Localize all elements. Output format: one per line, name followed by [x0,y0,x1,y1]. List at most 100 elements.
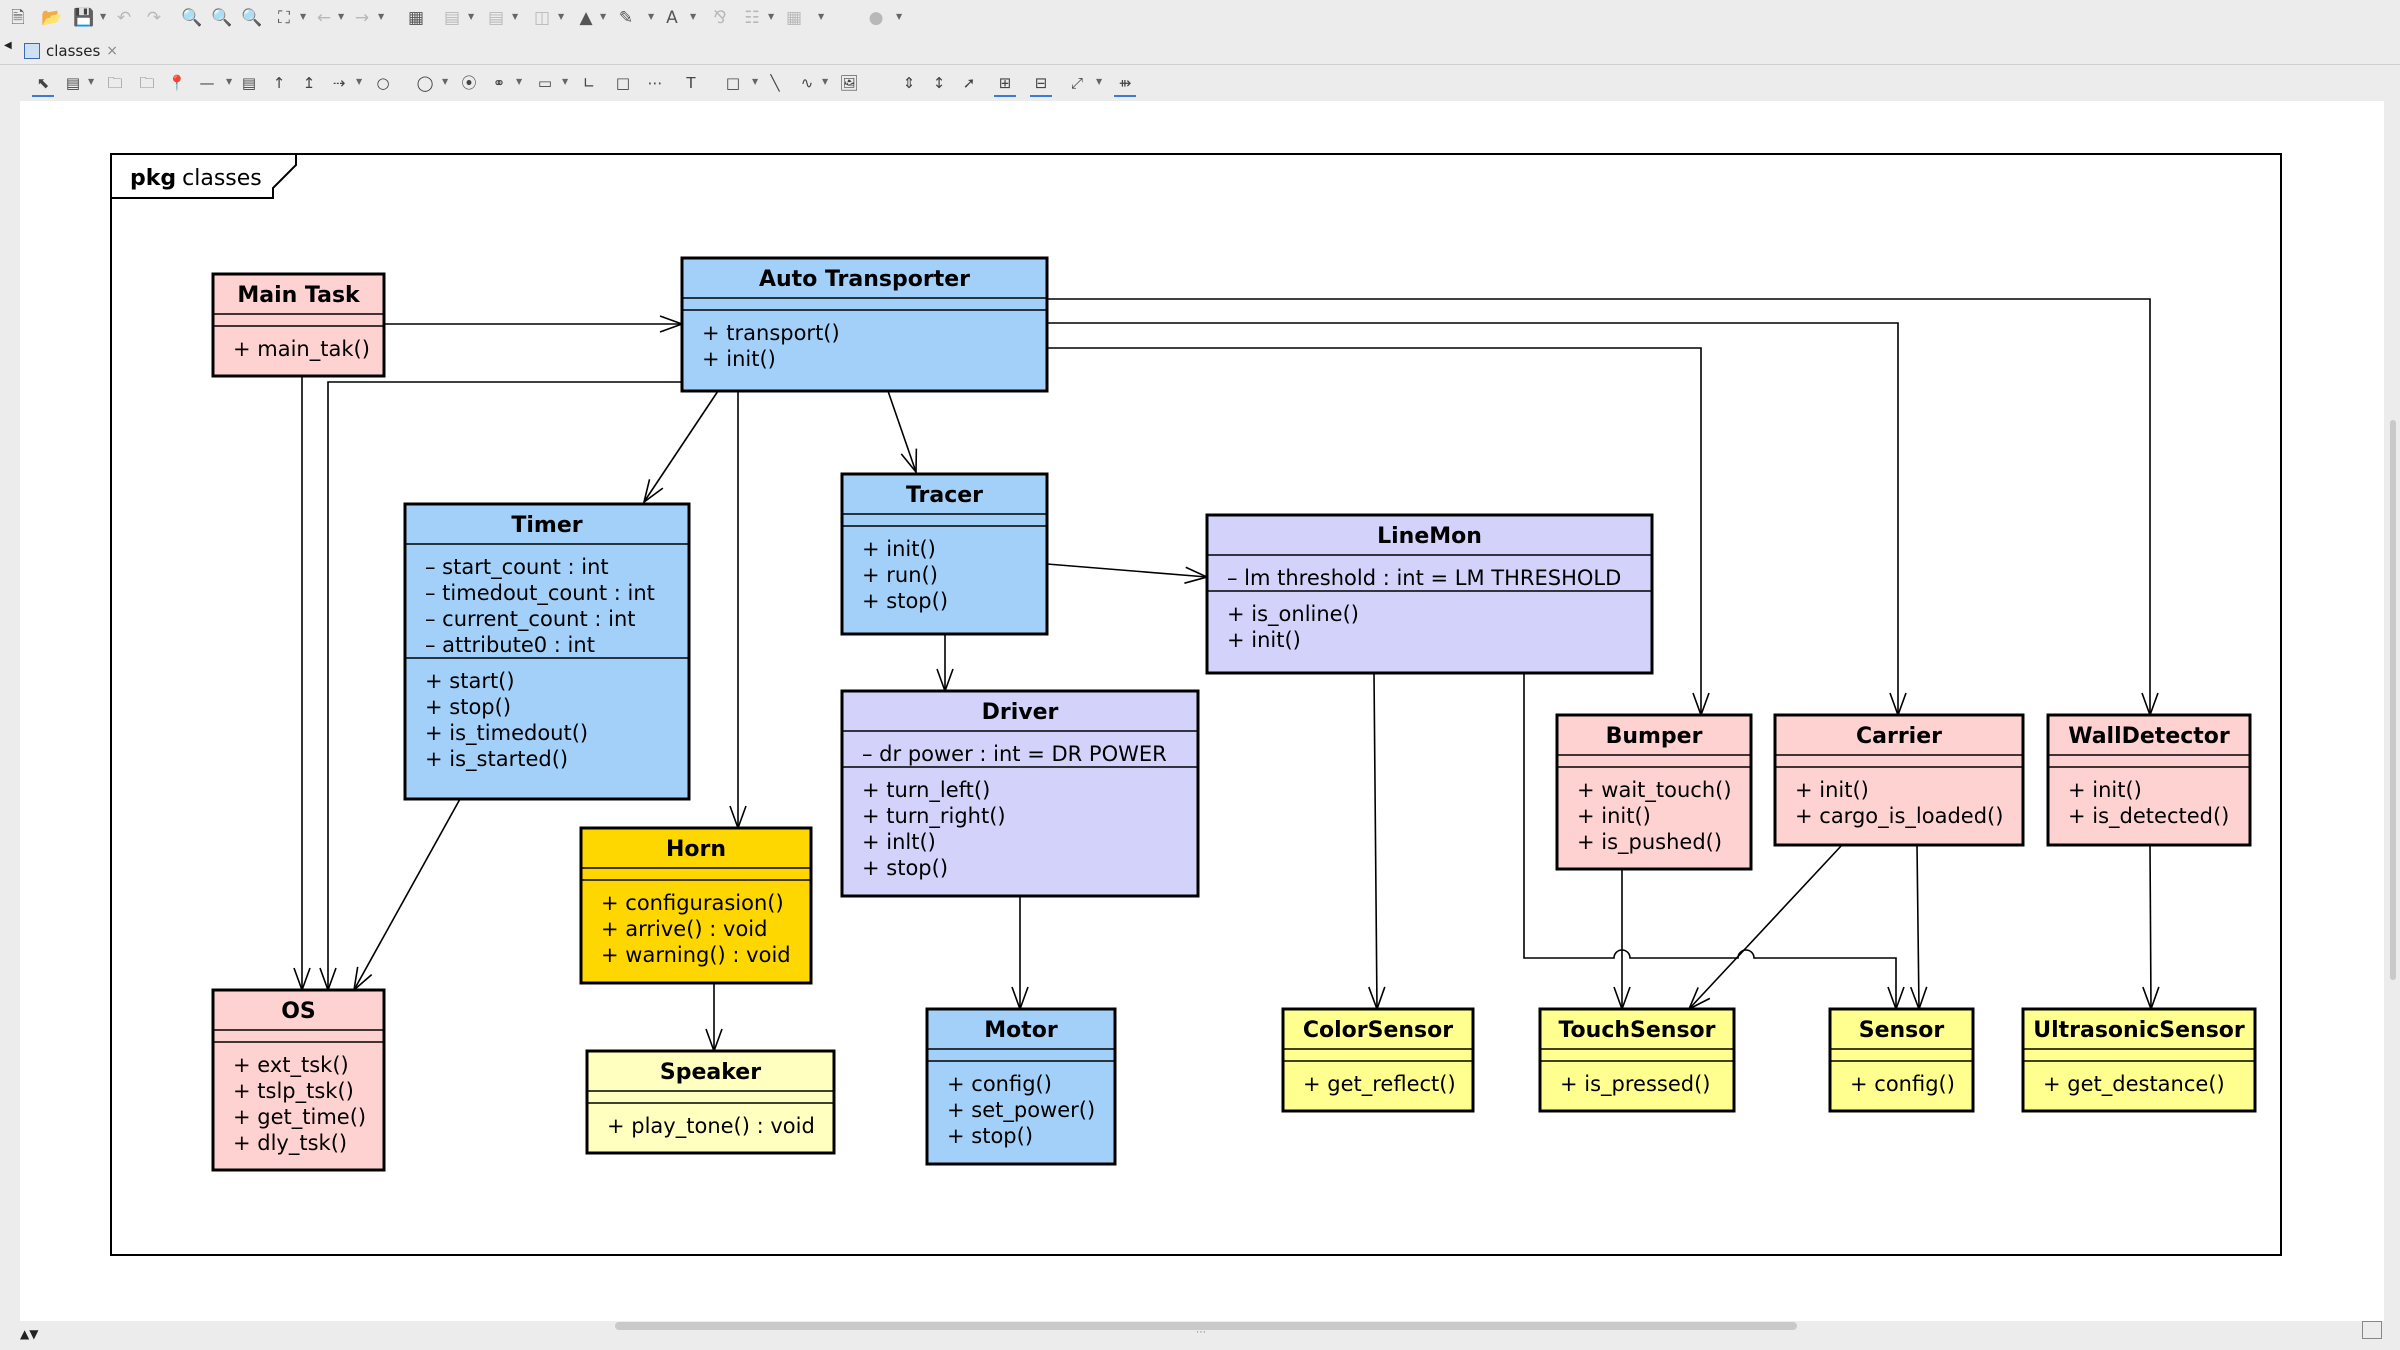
required-interface-tool-icon[interactable]: ⚭ [492,73,506,92]
assoc-autotransporter-tracer[interactable] [887,390,918,475]
class-touch-sensor[interactable]: TouchSensor+ is_pressed() [1538,1007,1736,1113]
interface-tool-icon[interactable]: ○ [376,73,390,92]
class-main-task[interactable]: Main Task+ main_tak() [211,272,386,378]
class-bumper[interactable]: Bumper+ wait_touch()+ init()+ is_pushed(… [1555,713,1753,871]
overview-icon[interactable] [2362,1321,2382,1339]
class-sensor[interactable]: Sensor+ config() [1828,1007,1975,1113]
containment-tool-icon[interactable]: ▤ [241,73,257,92]
arrange-icon[interactable]: ◫ [533,7,551,28]
class-motor[interactable]: Motor+ config()+ set_power()+ stop() [925,1007,1117,1166]
group-icon[interactable]: ▦ [785,7,803,28]
open-folder-icon[interactable]: 📂 [41,7,63,28]
shape-style-icon[interactable]: ● [868,7,884,28]
font-color-dropdown-arrow-icon[interactable]: ▼ [690,12,697,21]
assoc-autotransporter-walldetector[interactable] [1047,298,2159,718]
class-ultrasonic-sensor[interactable]: UltrasonicSensor+ get_destance() [2021,1007,2257,1113]
generalization-tool-icon[interactable]: ↑ [272,73,286,92]
add-element-icon[interactable]: ⊞ [994,71,1016,97]
pin-tool-icon[interactable]: 📍 [167,73,187,92]
image-tool-icon[interactable]: 🖼 [839,73,859,92]
align-dropdown-arrow-icon[interactable]: ▼ [468,12,475,21]
rectangle-dropdown-arrow-icon[interactable]: ▼ [752,77,759,86]
class-os[interactable]: OS+ ext_tsk()+ tslp_tsk()+ get_time()+ d… [211,988,386,1172]
text-tool-icon[interactable]: T [686,73,696,92]
port-tool-icon[interactable]: ◯ [416,73,434,92]
back-icon[interactable]: ← [316,7,332,28]
freehand-dropdown-arrow-icon[interactable]: ▼ [822,77,829,86]
forward-icon[interactable]: → [354,7,370,28]
tab-classes[interactable]: classes × [24,40,118,62]
interface-dropdown-arrow-icon[interactable]: ▼ [516,77,523,86]
assoc-autotransporter-carrier[interactable] [1047,322,1907,718]
distribute-icon[interactable]: ▤ [487,7,505,28]
assoc-autotransporter-timer[interactable] [642,390,719,504]
new-file-icon[interactable]: 🗎 [11,7,25,28]
forward-dropdown-arrow-icon[interactable]: ▼ [378,12,385,21]
tab-scroll-icon[interactable]: ◀ [4,40,12,51]
assoc-carrier-touchsensor[interactable] [1687,844,1843,1011]
class-carrier[interactable]: Carrier+ init()+ cargo_is_loaded() [1773,713,2025,847]
package-tool-icon[interactable]: 🗀 [107,73,123,92]
association-dropdown-arrow-icon[interactable]: ▼ [226,77,233,86]
font-color-icon[interactable]: A [666,7,678,28]
horizontal-spacing-icon[interactable]: ↕ [932,73,946,92]
close-tab-icon[interactable]: × [106,43,119,59]
class-tool-icon[interactable]: ▤ [65,73,81,92]
association-tool-icon[interactable]: — [199,73,215,92]
zoom-fit-icon[interactable]: 🔍 [181,7,203,28]
assoc-tracer-linemon[interactable] [1046,563,1210,584]
class-wall-detector[interactable]: WallDetector+ init()+ is_detected() [2046,713,2252,847]
back-dropdown-arrow-icon[interactable]: ▼ [338,12,345,21]
rectangle-tool-icon[interactable]: □ [725,73,741,92]
class-auto-transporter[interactable]: Auto Transporter+ transport()+ init() [680,256,1049,393]
subsystem-tool-icon[interactable]: 🗀 [139,73,155,92]
panel-toggle-icon[interactable]: ▲▼ [20,1327,39,1341]
fit-dropdown-arrow-icon[interactable]: ▼ [300,12,307,21]
component-tool-icon[interactable]: ▭ [537,73,553,92]
fit-window-icon[interactable]: ⛶ [278,7,290,28]
layout-icon[interactable]: ☷ [744,7,760,28]
assoc-timer-os[interactable] [352,798,461,993]
class-linemon[interactable]: LineMon– lm threshold : int = LM THRESHO… [1205,513,1654,675]
class-timer[interactable]: Timer– start_count : int– timedout_count… [403,502,691,801]
align-icon[interactable]: ▤ [443,7,461,28]
resize-grip-icon[interactable]: ⋯ [1196,1327,1206,1338]
zoom-out-icon[interactable]: 🔍 [241,7,263,28]
dependency-tool-icon[interactable]: ⇢ [332,73,346,92]
assoc-linemon-sensor[interactable] [1523,673,1905,1012]
group-dropdown-arrow-icon[interactable]: ▼ [818,12,825,21]
fill-color-dropdown-arrow-icon[interactable]: ▼ [600,12,607,21]
resize-dropdown-arrow-icon[interactable]: ▼ [1096,77,1103,86]
zoom-in-icon[interactable]: 🔍 [211,7,233,28]
class-speaker[interactable]: Speaker+ play_tone() : void [585,1049,836,1155]
assoc-autotransporter-bumper[interactable] [1047,347,1710,718]
note-tool-icon[interactable]: □ [615,73,631,92]
distribute-dropdown-arrow-icon[interactable]: ▼ [512,12,519,21]
save-icon[interactable]: 💾 [73,7,95,28]
realization-tool-icon[interactable]: ↥ [302,73,316,92]
text-style-icon[interactable]: ⅋ [713,7,727,28]
auto-layout-icon[interactable]: ⇻ [1114,71,1136,97]
resize-icon[interactable]: ⤢ [1070,73,1083,92]
class-tracer[interactable]: Tracer+ init()+ run()+ stop() [840,472,1049,636]
layout-dropdown-arrow-icon[interactable]: ▼ [768,12,775,21]
note-anchor-tool-icon[interactable]: ⋯ [647,73,663,92]
component-dropdown-arrow-icon[interactable]: ▼ [562,77,569,86]
horizontal-scrollbar[interactable] [615,1322,1797,1330]
freehand-tool-icon[interactable]: ∿ [800,73,814,92]
shape-style-dropdown-arrow-icon[interactable]: ▼ [896,12,903,21]
vertical-spacing-icon[interactable]: ⇕ [902,73,916,92]
port-dropdown-arrow-icon[interactable]: ▼ [442,77,449,86]
arrange-dropdown-arrow-icon[interactable]: ▼ [558,12,565,21]
assoc-linemon-colorsensor[interactable] [1368,672,1386,1012]
assoc-carrier-sensor[interactable] [1909,844,1928,1012]
class-tool-dropdown-arrow-icon[interactable]: ▼ [88,77,95,86]
pin-edge-icon[interactable]: ➚ [962,73,976,92]
save-dropdown-arrow-icon[interactable]: ▼ [100,12,107,21]
anchor-tool-icon[interactable]: ∟ [582,73,596,92]
class-horn[interactable]: Horn+ configurasion()+ arrive() : void+ … [579,826,813,985]
line-tool-icon[interactable]: ╲ [770,73,780,92]
class-color-sensor[interactable]: ColorSensor+ get_reflect() [1281,1007,1475,1113]
grid-icon[interactable]: ▦ [407,7,425,28]
